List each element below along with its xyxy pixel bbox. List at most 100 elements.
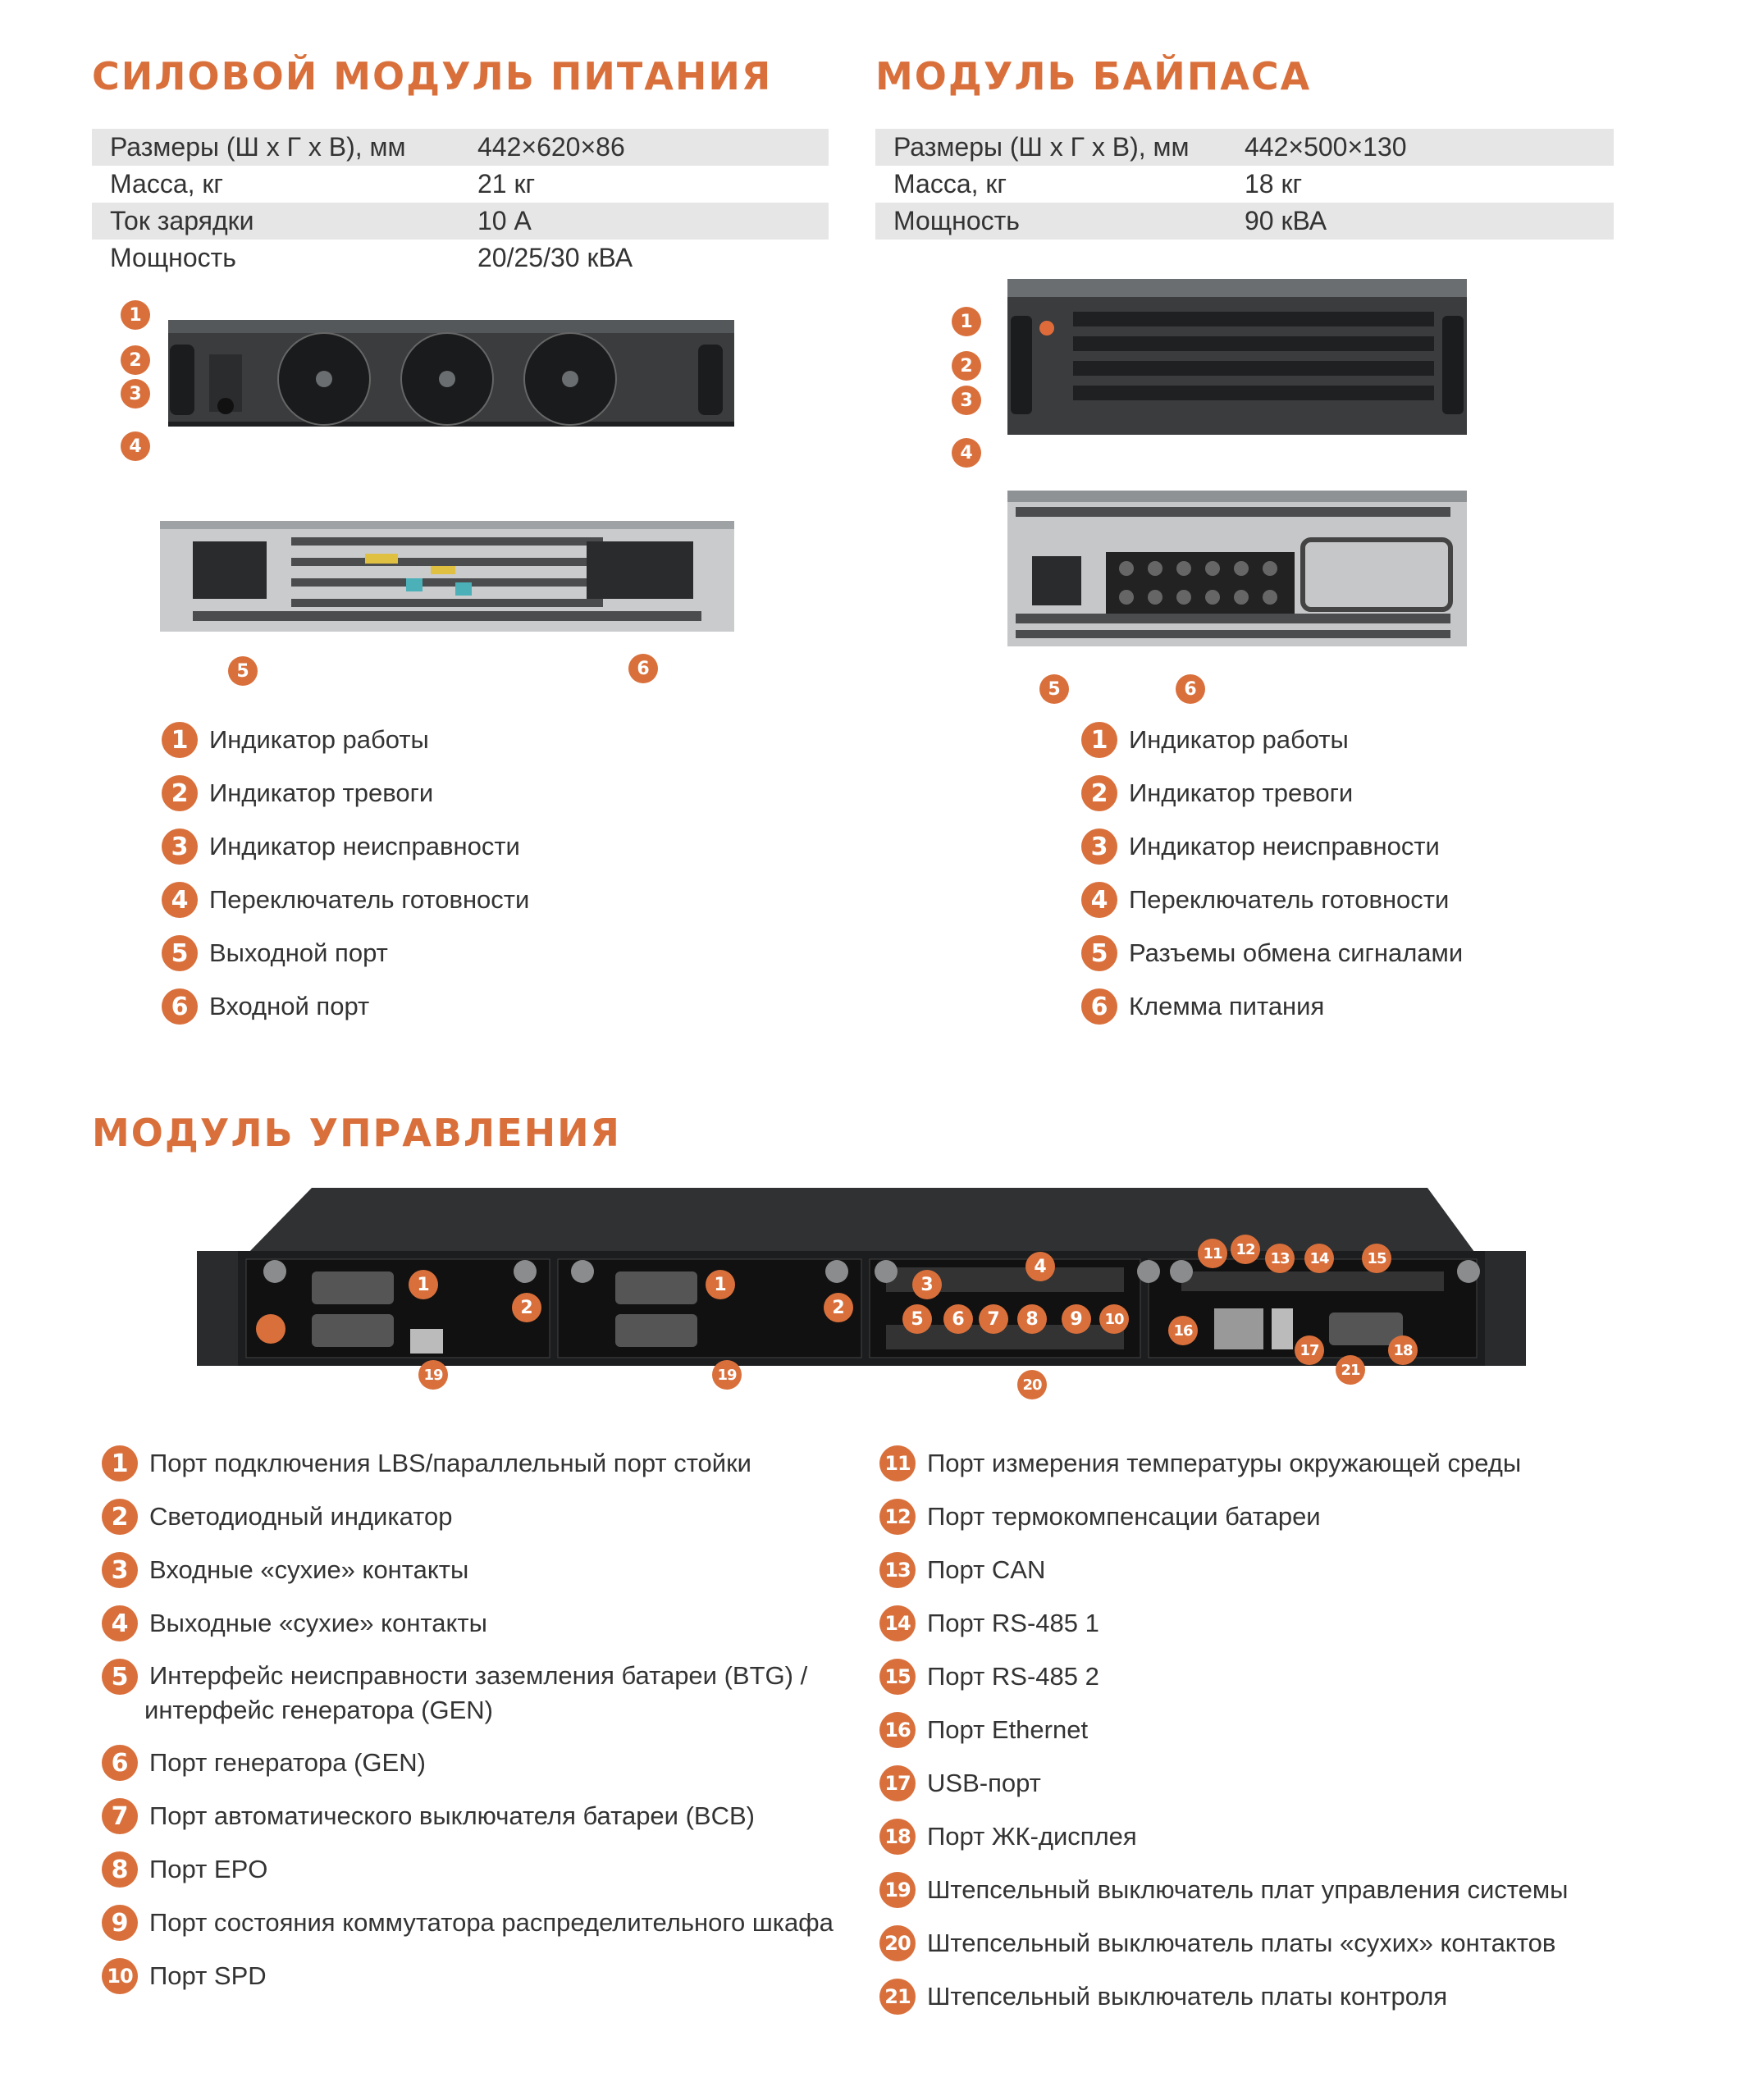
callout-18: 18 [1388,1335,1418,1365]
callout-3: 3 [952,386,981,415]
callout-2: 2 [512,1293,541,1322]
legend-item: 18 Порт ЖК-дисплея [879,1819,1137,1855]
callout-2: 2 [121,345,150,375]
legend-text: Светодиодный индикатор [149,1502,453,1531]
callout-4: 4 [1025,1252,1055,1281]
legend-text: Штепсельный выключатель платы «сухих» ко… [927,1929,1556,1957]
legend-text: Штепсельный выключатель плат управления … [927,1875,1569,1904]
legend-number: 2 [162,775,198,811]
legend-number: 6 [1081,988,1117,1025]
legend-text: Переключатель готовности [1129,885,1450,914]
spec-row: Масса, кг 18 кг [875,166,1614,203]
legend-number: 19 [879,1872,916,1908]
legend-number: 3 [102,1552,138,1588]
spec-label: Мощность [893,206,1020,235]
callout-1: 1 [409,1270,438,1299]
callout-12: 12 [1231,1235,1260,1264]
legend-number: 18 [879,1819,916,1855]
legend-text: Индикатор неисправности [209,832,520,861]
bypass-module-front-photo [1007,279,1467,435]
callout-1: 1 [952,307,981,336]
callout-3: 3 [121,379,150,409]
control-module-title: МОДУЛЬ УПРАВЛЕНИЯ [92,1111,621,1155]
legend-number: 12 [879,1499,916,1535]
power-module-rear-photo [160,521,734,632]
legend-text: Индикатор тревоги [1129,778,1354,807]
legend-text: Штепсельный выключатель платы контроля [927,1982,1448,2011]
legend-text: Индикатор работы [1129,725,1349,754]
legend-item: 4 Переключатель готовности [1081,882,1449,918]
spec-label: Мощность [110,243,236,272]
legend-text-block: Интерфейс неисправности заземления батар… [144,1659,808,1728]
legend-text: Порт SPD [149,1961,267,1990]
legend-text: Переключатель готовности [209,885,530,914]
callout-1: 1 [121,300,150,330]
callout-13: 13 [1265,1244,1295,1273]
legend-number: 5 [102,1659,138,1695]
callout-21: 21 [1336,1355,1365,1385]
legend-text: Выходные «сухие» контакты [149,1609,487,1637]
legend-number: 4 [1081,882,1117,918]
legend-number: 8 [102,1851,138,1888]
spec-value: 10 А [477,206,532,235]
legend-item: 8 Порт EPO [102,1851,267,1888]
control-module-photo [197,1188,1526,1366]
legend-text: Порт термокомпенсации батареи [927,1502,1321,1531]
callout-5: 5 [902,1304,932,1334]
callout-19: 19 [418,1360,448,1390]
bypass-module-rear-photo [1007,491,1467,646]
legend-text: Индикатор работы [209,725,429,754]
spec-value: 20/25/30 кВА [477,243,633,272]
legend-text: Порт генератора (GEN) [149,1748,426,1777]
callout-7: 7 [979,1304,1008,1334]
legend-item: 4 Выходные «сухие» контакты [102,1605,487,1641]
legend-number: 4 [102,1605,138,1641]
legend-item: 12 Порт термокомпенсации батареи [879,1499,1321,1535]
legend-number: 2 [102,1499,138,1535]
spec-label: Размеры (Ш х Г х В), мм [110,132,406,162]
legend-number: 1 [162,722,198,758]
legend-number: 2 [1081,775,1117,811]
callout-19: 19 [712,1360,742,1390]
legend-text: Входные «сухие» контакты [149,1555,469,1584]
legend-text: Интерфейс неисправности заземления батар… [149,1661,808,1690]
legend-number: 15 [879,1659,916,1695]
legend-text: Порт ЖК-дисплея [927,1822,1137,1851]
callout-6: 6 [628,654,658,683]
legend-number: 1 [102,1445,138,1481]
callout-15: 15 [1362,1244,1391,1273]
spec-value: 442×620×86 [477,132,625,162]
legend-text: Входной порт [209,992,370,1020]
legend-text: Порт EPO [149,1855,268,1883]
legend-number: 7 [102,1798,138,1834]
legend-item: 5 Интерфейс неисправности заземления бат… [102,1659,807,1728]
legend-text: Выходной порт [209,938,388,967]
spec-label: Масса, кг [893,169,1007,199]
legend-text: Порт Ethernet [927,1715,1089,1744]
callout-14: 14 [1304,1244,1334,1273]
callout-6: 6 [943,1304,973,1334]
callout-20: 20 [1017,1370,1047,1399]
callout-17: 17 [1295,1335,1324,1365]
legend-item: 19 Штепсельный выключатель плат управлени… [879,1872,1568,1908]
legend-text: Порт RS-485 1 [927,1609,1099,1637]
legend-text: Порт измерения температуры окружающей ср… [927,1449,1522,1477]
callout-4: 4 [952,438,981,468]
spec-value: 18 кг [1245,169,1303,199]
